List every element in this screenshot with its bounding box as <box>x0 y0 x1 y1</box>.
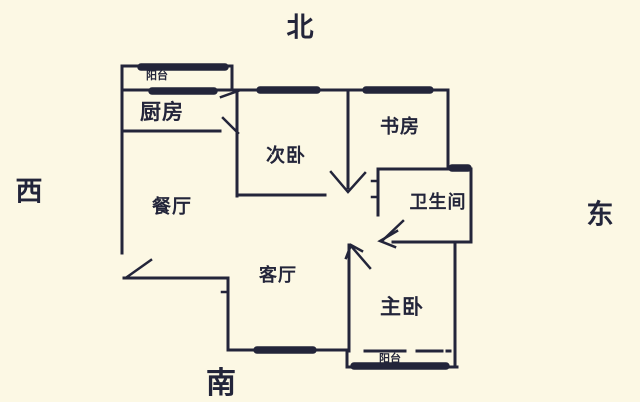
door-entrance-leaf <box>125 258 153 279</box>
room-label-balcony-south: 阳台 <box>379 352 401 365</box>
room-label-dining: 餐厅 <box>151 195 193 218</box>
arrow-bathroom-door-icon <box>377 229 399 249</box>
arrow-down-icon <box>329 170 367 194</box>
room-label-master-bedroom: 主卧 <box>380 295 424 319</box>
door-kitchen-leaf-upper <box>219 89 240 99</box>
door-master-bedroom-leaf <box>349 244 372 270</box>
arrow-master-door-icon <box>344 243 364 260</box>
room-label-bathroom: 卫生间 <box>409 192 467 213</box>
compass-west-label: 西 <box>15 176 43 208</box>
room-label-living: 客厅 <box>259 265 297 286</box>
compass-south-label: 南 <box>206 366 236 401</box>
compass-north-label: 北 <box>286 12 314 44</box>
compass-east-label: 东 <box>586 199 614 231</box>
room-label-balcony-north: 阳台 <box>146 69 168 82</box>
room-label-kitchen: 厨房 <box>140 100 184 124</box>
room-label-secondary-bedroom: 次卧 <box>265 144 307 167</box>
room-label-study: 书房 <box>379 115 421 138</box>
door-kitchen-leaf-lower <box>221 116 240 135</box>
